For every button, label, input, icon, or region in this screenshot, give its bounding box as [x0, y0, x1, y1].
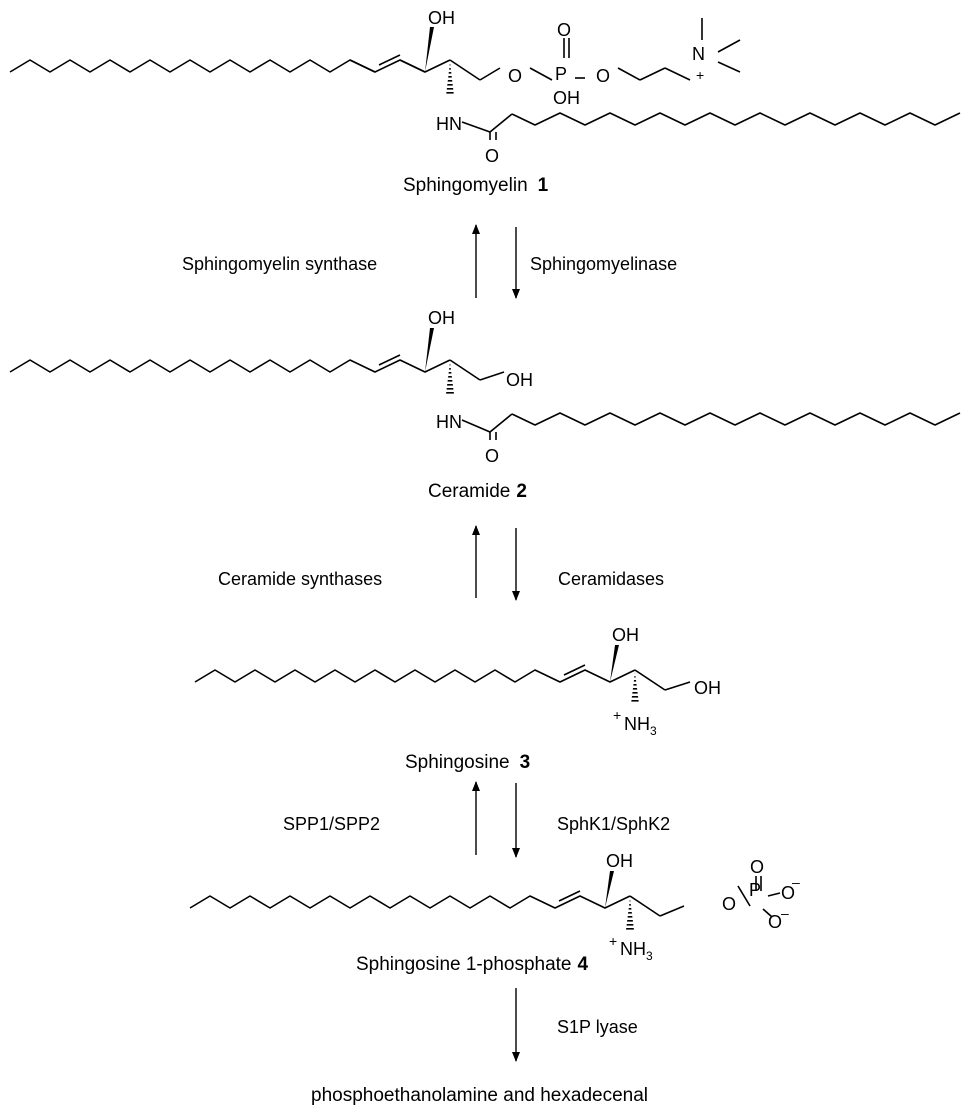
sphk1-sphk2-label: SphK1/SphK2: [557, 814, 670, 834]
ceramide-carbonyl-oxygen-label: O: [485, 446, 499, 466]
spp1-spp2-label: SPP1/SPP2: [283, 814, 380, 834]
s1p-hydroxyl-label: OH: [606, 851, 633, 871]
sphingomyelin-synthase-label: Sphingomyelin synthase: [182, 254, 377, 274]
sphingosine-structure: OH OH + NH3: [194, 625, 721, 738]
ceramide-hydroxyl-label: OH: [428, 308, 455, 328]
s1p-second-oxygen-charge: –: [781, 905, 789, 921]
sphingomyelin-phosphoryl-oxygen-label: O: [557, 20, 571, 40]
s1p-lyase-label: S1P lyase: [557, 1017, 638, 1037]
sphingomyelinase-label: Sphingomyelinase: [530, 254, 677, 274]
ceramide-primary-hydroxyl-label: OH: [506, 370, 533, 390]
s1p-phosphoryl-oxygen-label: O: [750, 857, 764, 877]
s1p-wedge-bond: [605, 871, 614, 908]
s1p-anionic-oxygen-label: O: [781, 883, 795, 903]
sphingosine-ammonium-charge: +: [613, 707, 621, 723]
ceramide-amide-nh-label: HN: [436, 412, 462, 432]
sphingosine-primary-hydroxyl-label: OH: [694, 678, 721, 698]
sphingomyelin-nitrogen-label: N: [692, 44, 705, 64]
ceramidases-label: Ceramidases: [558, 569, 664, 589]
final-products-label: phosphoethanolamine and hexadecenal: [311, 1085, 648, 1106]
sphingomyelin-hash-bond: [446, 62, 454, 96]
s1p-phosphorus-label: P: [749, 880, 761, 900]
sphingomyelin-ester-oxygen-label: O: [508, 66, 522, 86]
sphingosine-ammonium-label: NH3: [624, 714, 657, 738]
sphingomyelin-hydroxyl-label: OH: [428, 8, 455, 28]
s1p-hash-bond: [626, 898, 634, 930]
sphingomyelin-choline-oxygen-label: O: [596, 66, 610, 86]
ceramide-hash-bond: [446, 362, 454, 394]
sphingomyelin-carbonyl-oxygen-label: O: [485, 146, 499, 166]
s1p-ammonium-charge: +: [609, 933, 617, 949]
sphingosine-wedge-bond: [610, 645, 619, 682]
ceramide-sphingoid-chain: [9, 359, 451, 373]
sphingomyelin-trans-alkene: [349, 59, 376, 73]
sphingomyelin-phosphate-hydroxyl-label: OH: [553, 88, 580, 108]
ceramide-synthases-label: Ceramide synthases: [218, 569, 382, 589]
sphingosine-sphingoid-chain: [194, 669, 636, 683]
s1p-ammonium-label: NH3: [620, 939, 653, 963]
s1p-second-anionic-oxygen-label: O: [768, 912, 782, 932]
ceramide-structure: OH OH HN O: [9, 308, 961, 466]
ceramide-wedge-bond: [425, 328, 434, 372]
s1p-ester-oxygen-label: O: [722, 894, 736, 914]
sphingomyelin-nitrogen-charge: +: [696, 67, 704, 83]
sphingosine-hash-bond: [631, 672, 639, 704]
sphingosine-1-phosphate-structure: OH O P O O – O – + NH3: [189, 851, 800, 963]
sphingomyelin-wedge-bond: [425, 27, 434, 72]
sphingomyelin-phosphorus-label: P: [555, 64, 567, 84]
sphingomyelin-amide-nh-label: HN: [436, 114, 462, 134]
s1p-sphingoid-chain: [189, 895, 631, 909]
s1p-oxygen-charge: –: [792, 874, 800, 890]
sphingomyelin-structure: OH O P O OH O N + HN O: [9, 8, 961, 166]
sphingosine-hydroxyl-label: OH: [612, 625, 639, 645]
